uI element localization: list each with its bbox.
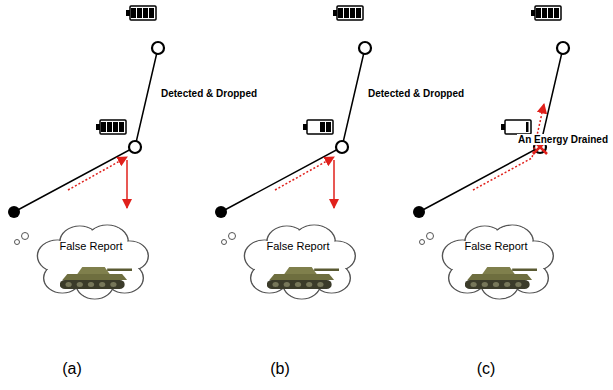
- report-arrow: [275, 157, 334, 190]
- panel-label: (c): [477, 360, 496, 378]
- thought-cloud: False Report: [435, 222, 557, 302]
- cloud-text: False Report: [30, 222, 152, 252]
- drop-arrow: [333, 160, 335, 208]
- battery-icon: [126, 6, 156, 20]
- battery-icon: [96, 120, 126, 134]
- sensor-path: [8, 42, 164, 245]
- panel-label: (a): [62, 360, 82, 378]
- status-note: An Energy Drained: [517, 134, 609, 145]
- report-arrow: [68, 157, 127, 190]
- cloud-outline: [237, 222, 359, 302]
- battery-icon: [501, 120, 531, 134]
- report-arrow: [473, 104, 544, 190]
- sensor-path: [215, 42, 371, 245]
- status-note: Detected & Dropped: [367, 88, 465, 99]
- thought-cloud: False Report: [30, 222, 152, 302]
- tank-picture: [465, 267, 537, 289]
- battery-icon: [333, 6, 363, 20]
- cloud-outline: [30, 222, 152, 302]
- cloud-text: False Report: [237, 222, 359, 252]
- battery-icon: [531, 6, 561, 20]
- tank-picture: [60, 267, 132, 289]
- panel-label: (b): [270, 360, 290, 378]
- battery-icon: [303, 120, 333, 134]
- tank-picture: [267, 267, 339, 289]
- drop-arrow: [126, 160, 128, 208]
- thought-cloud: False Report: [237, 222, 359, 302]
- cloud-text: False Report: [435, 222, 557, 252]
- status-note: Detected & Dropped: [160, 88, 258, 99]
- cloud-outline: [435, 222, 557, 302]
